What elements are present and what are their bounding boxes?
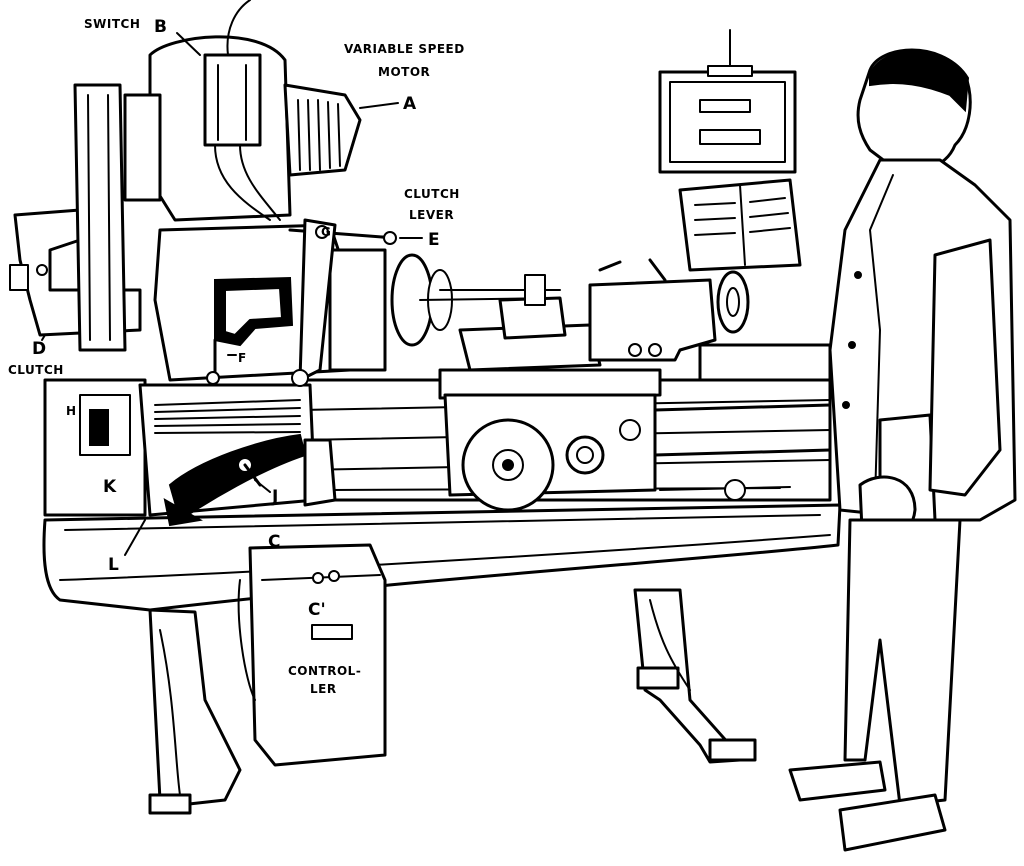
part-labels: SWITCH B VARIABLE SPEED MOTOR A CLUTCH L… bbox=[8, 17, 465, 696]
label-k: K bbox=[103, 477, 117, 497]
motor-cooling-fins bbox=[297, 99, 341, 171]
label-l: L bbox=[108, 555, 119, 575]
clutch-lever bbox=[288, 218, 397, 387]
variable-speed-motor bbox=[123, 0, 362, 222]
label-variable-speed: VARIABLE SPEED bbox=[344, 42, 465, 56]
label-b: B bbox=[154, 17, 167, 37]
label-j: J bbox=[271, 487, 278, 507]
label-switch: SWITCH bbox=[84, 17, 140, 31]
label-f: F bbox=[238, 351, 247, 365]
tailstock bbox=[588, 258, 832, 382]
label-c-prime: C' bbox=[308, 600, 326, 620]
leader-lines bbox=[41, 32, 423, 556]
drawing-stand bbox=[658, 29, 802, 272]
machinist-figure bbox=[788, 48, 1017, 852]
book-text-lines bbox=[694, 197, 791, 236]
gear-grille bbox=[154, 399, 301, 434]
label-clutch-lever-2: LEVER bbox=[409, 208, 454, 222]
apron bbox=[443, 393, 657, 512]
label-controller-2: LER bbox=[310, 682, 337, 696]
label-motor: MOTOR bbox=[378, 65, 430, 79]
headstock bbox=[153, 223, 387, 385]
label-a: A bbox=[403, 94, 417, 114]
gearbox bbox=[43, 378, 337, 527]
label-controller-1: CONTROL- bbox=[288, 664, 361, 678]
controller-box bbox=[237, 543, 387, 767]
label-clutch: CLUTCH bbox=[8, 363, 64, 377]
carriage bbox=[438, 274, 662, 400]
label-clutch-lever-1: CLUTCH bbox=[404, 187, 460, 201]
label-g: G bbox=[321, 225, 331, 239]
belt-wheel bbox=[73, 83, 127, 352]
label-c: C bbox=[268, 532, 280, 552]
label-e: E bbox=[428, 230, 440, 250]
label-d: D bbox=[32, 339, 46, 359]
label-h: H bbox=[66, 404, 77, 418]
lead-screw bbox=[653, 403, 832, 501]
lathe-legs bbox=[148, 588, 757, 815]
chip-pan bbox=[42, 503, 842, 612]
